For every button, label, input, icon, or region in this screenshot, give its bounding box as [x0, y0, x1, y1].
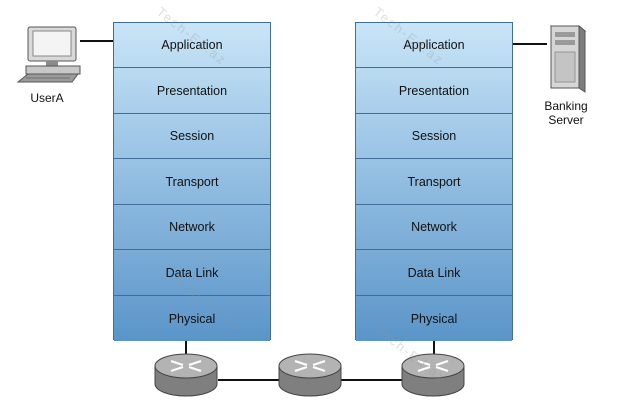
left-layer-session: Session	[114, 114, 270, 159]
right-layer-presentation: Presentation	[356, 68, 512, 114]
desktop-computer-icon	[16, 24, 86, 86]
left-layer-data-link: Data Link	[114, 250, 270, 296]
router-icon	[277, 352, 343, 400]
right-layer-data-link: Data Link	[356, 250, 512, 296]
right-layer-physical: Physical	[356, 296, 512, 341]
right-layer-application: Application	[356, 23, 512, 68]
right-osi-stack: Application Presentation Session Transpo…	[355, 22, 513, 341]
router-icon	[400, 352, 466, 400]
client-label: UserA	[30, 91, 64, 105]
left-layer-transport: Transport	[114, 159, 270, 205]
server-label: Banking Server	[536, 99, 596, 127]
left-layer-application: Application	[114, 23, 270, 68]
right-layer-transport: Transport	[356, 159, 512, 205]
right-layer-network: Network	[356, 205, 512, 250]
tower-server-icon	[545, 22, 589, 94]
server-label-line-1: Banking	[544, 99, 588, 113]
left-osi-stack: Application Presentation Session Transpo…	[113, 22, 271, 341]
left-layer-physical: Physical	[114, 296, 270, 341]
left-layer-network: Network	[114, 205, 270, 250]
right-layer-session: Session	[356, 114, 512, 159]
left-layer-presentation: Presentation	[114, 68, 270, 114]
server-label-line-2: Server	[548, 113, 584, 127]
router-icon	[153, 352, 219, 400]
